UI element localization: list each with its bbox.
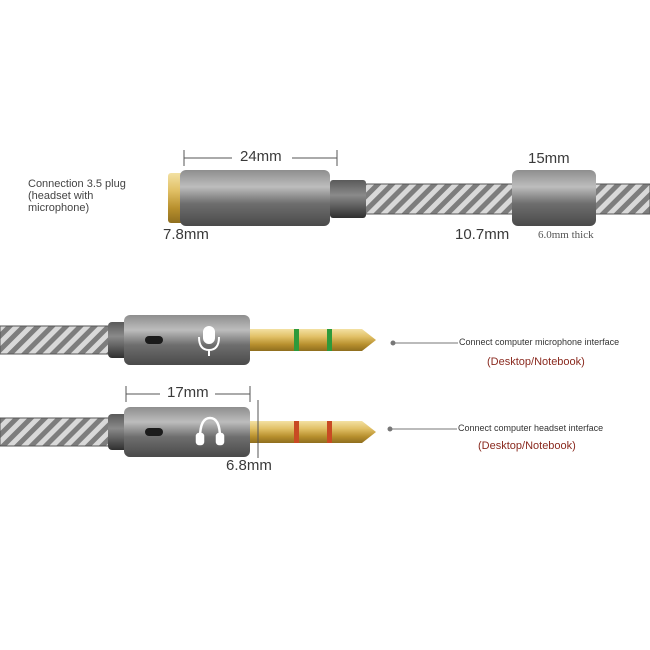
mic-plug <box>0 315 376 365</box>
female-jack-assembly <box>168 170 650 226</box>
headset-note: Connect computer headset interface <box>458 423 604 433</box>
splitter-block <box>512 170 596 226</box>
headset-plug-pin <box>250 421 350 443</box>
mic-note: Connect computer microphone interface <box>459 337 620 347</box>
female-length-label: 24mm <box>240 148 282 165</box>
splitter-thickness-label: 6.0mm thick <box>538 229 594 241</box>
strain-relief <box>330 180 366 218</box>
headset-plug <box>0 407 376 457</box>
headset-plug-cable <box>0 418 112 446</box>
top-cable <box>360 184 650 214</box>
mic-plug-housing <box>124 315 250 365</box>
splitter-width-label: 10.7mm <box>455 226 510 243</box>
leader-lines <box>387 340 458 432</box>
plug-length-label: 17mm <box>167 384 209 401</box>
top-dimensions <box>183 150 338 166</box>
plug-dimensions <box>125 386 259 458</box>
mic-plug-cable <box>0 326 112 354</box>
headset-note-sub: (Desktop/Notebook) <box>478 440 576 452</box>
female-housing <box>180 170 330 226</box>
headphones-icon <box>195 416 225 446</box>
mic-note-sub: (Desktop/Notebook) <box>487 356 585 368</box>
female-diameter-label: 7.8mm <box>163 226 209 243</box>
headset-plug-housing <box>124 407 250 457</box>
splitter-length-label: 15mm <box>528 150 570 167</box>
microphone-icon <box>198 326 220 356</box>
connection-description: Connection 3.5 plug (headset with microp… <box>28 178 126 214</box>
plug-diameter-label: 6.8mm <box>226 457 272 474</box>
mic-plug-pin <box>250 329 350 351</box>
